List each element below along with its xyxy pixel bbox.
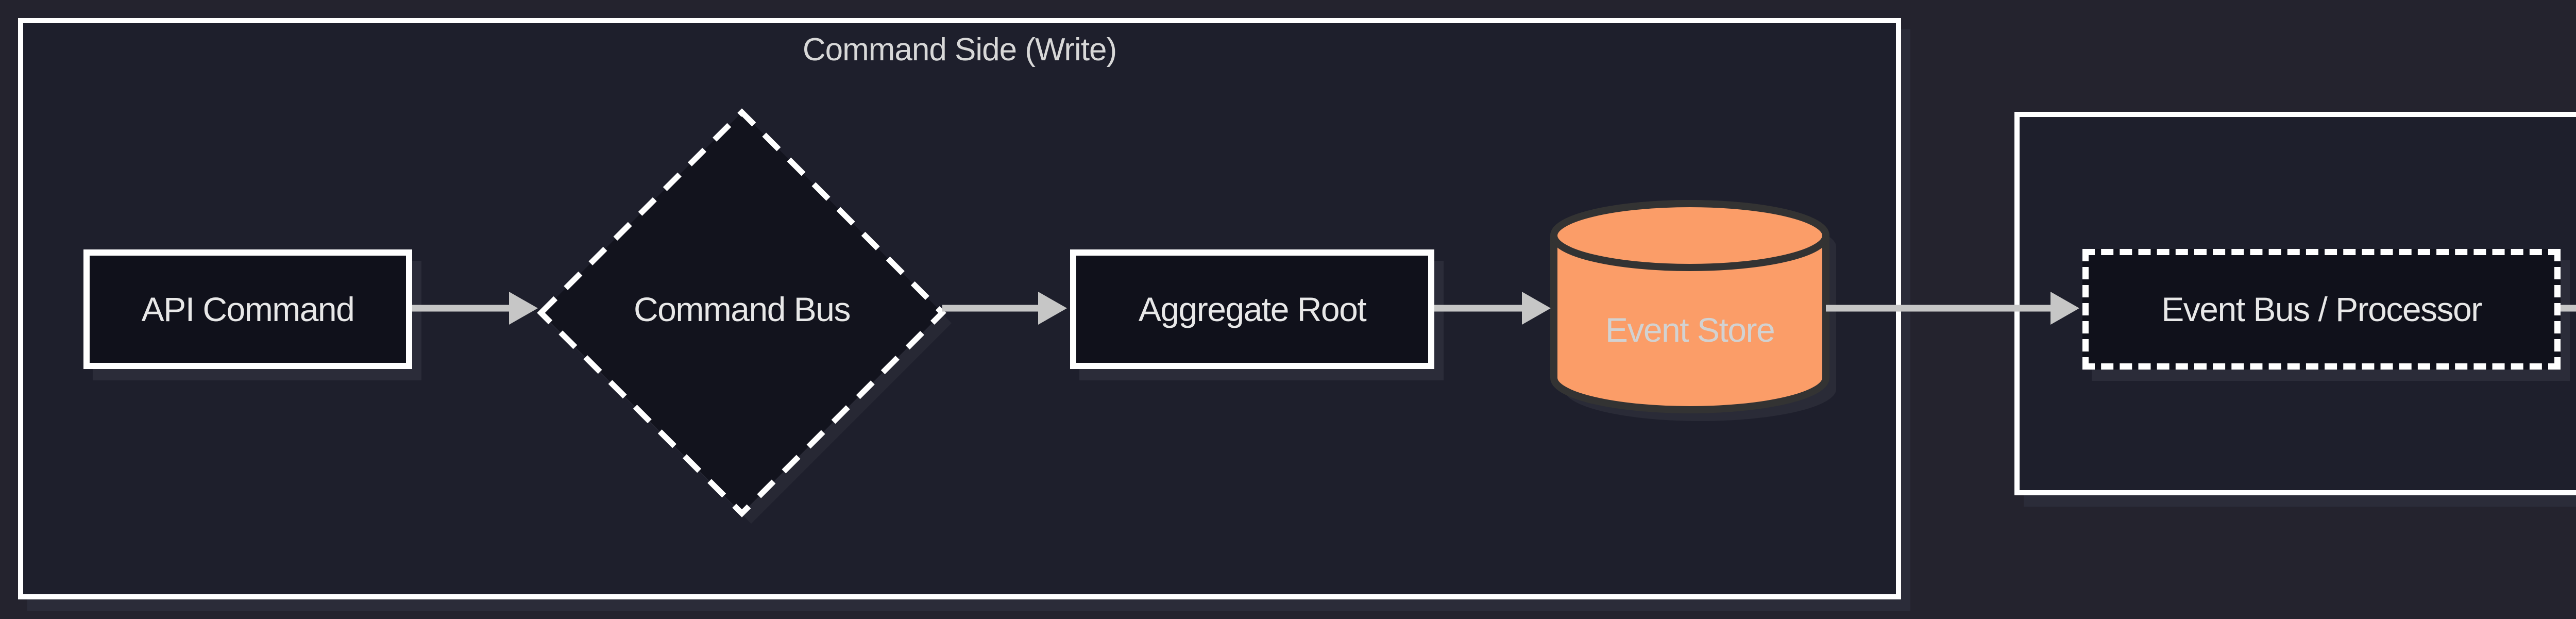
node-api-command: API Command <box>83 249 412 369</box>
node-event-bus-processor: Event Bus / Processor <box>2082 249 2561 370</box>
node-event-store-label: Event Store <box>1605 311 1775 349</box>
node-command-bus-label: Command Bus <box>633 290 851 328</box>
node-event-store-label-box: Event Store <box>1554 308 1826 352</box>
node-aggregate-root: Aggregate Root <box>1070 249 1434 369</box>
command-side-title: Command Side (Write) <box>802 32 1117 68</box>
node-aggregate-root-label: Aggregate Root <box>1138 290 1367 328</box>
node-api-command-label: API Command <box>141 290 355 328</box>
query-side-title: Query Side (Read) <box>2020 125 2576 160</box>
node-event-bus-processor-label: Event Bus / Processor <box>2161 290 2482 328</box>
node-command-bus-label-box: Command Bus <box>536 288 948 331</box>
